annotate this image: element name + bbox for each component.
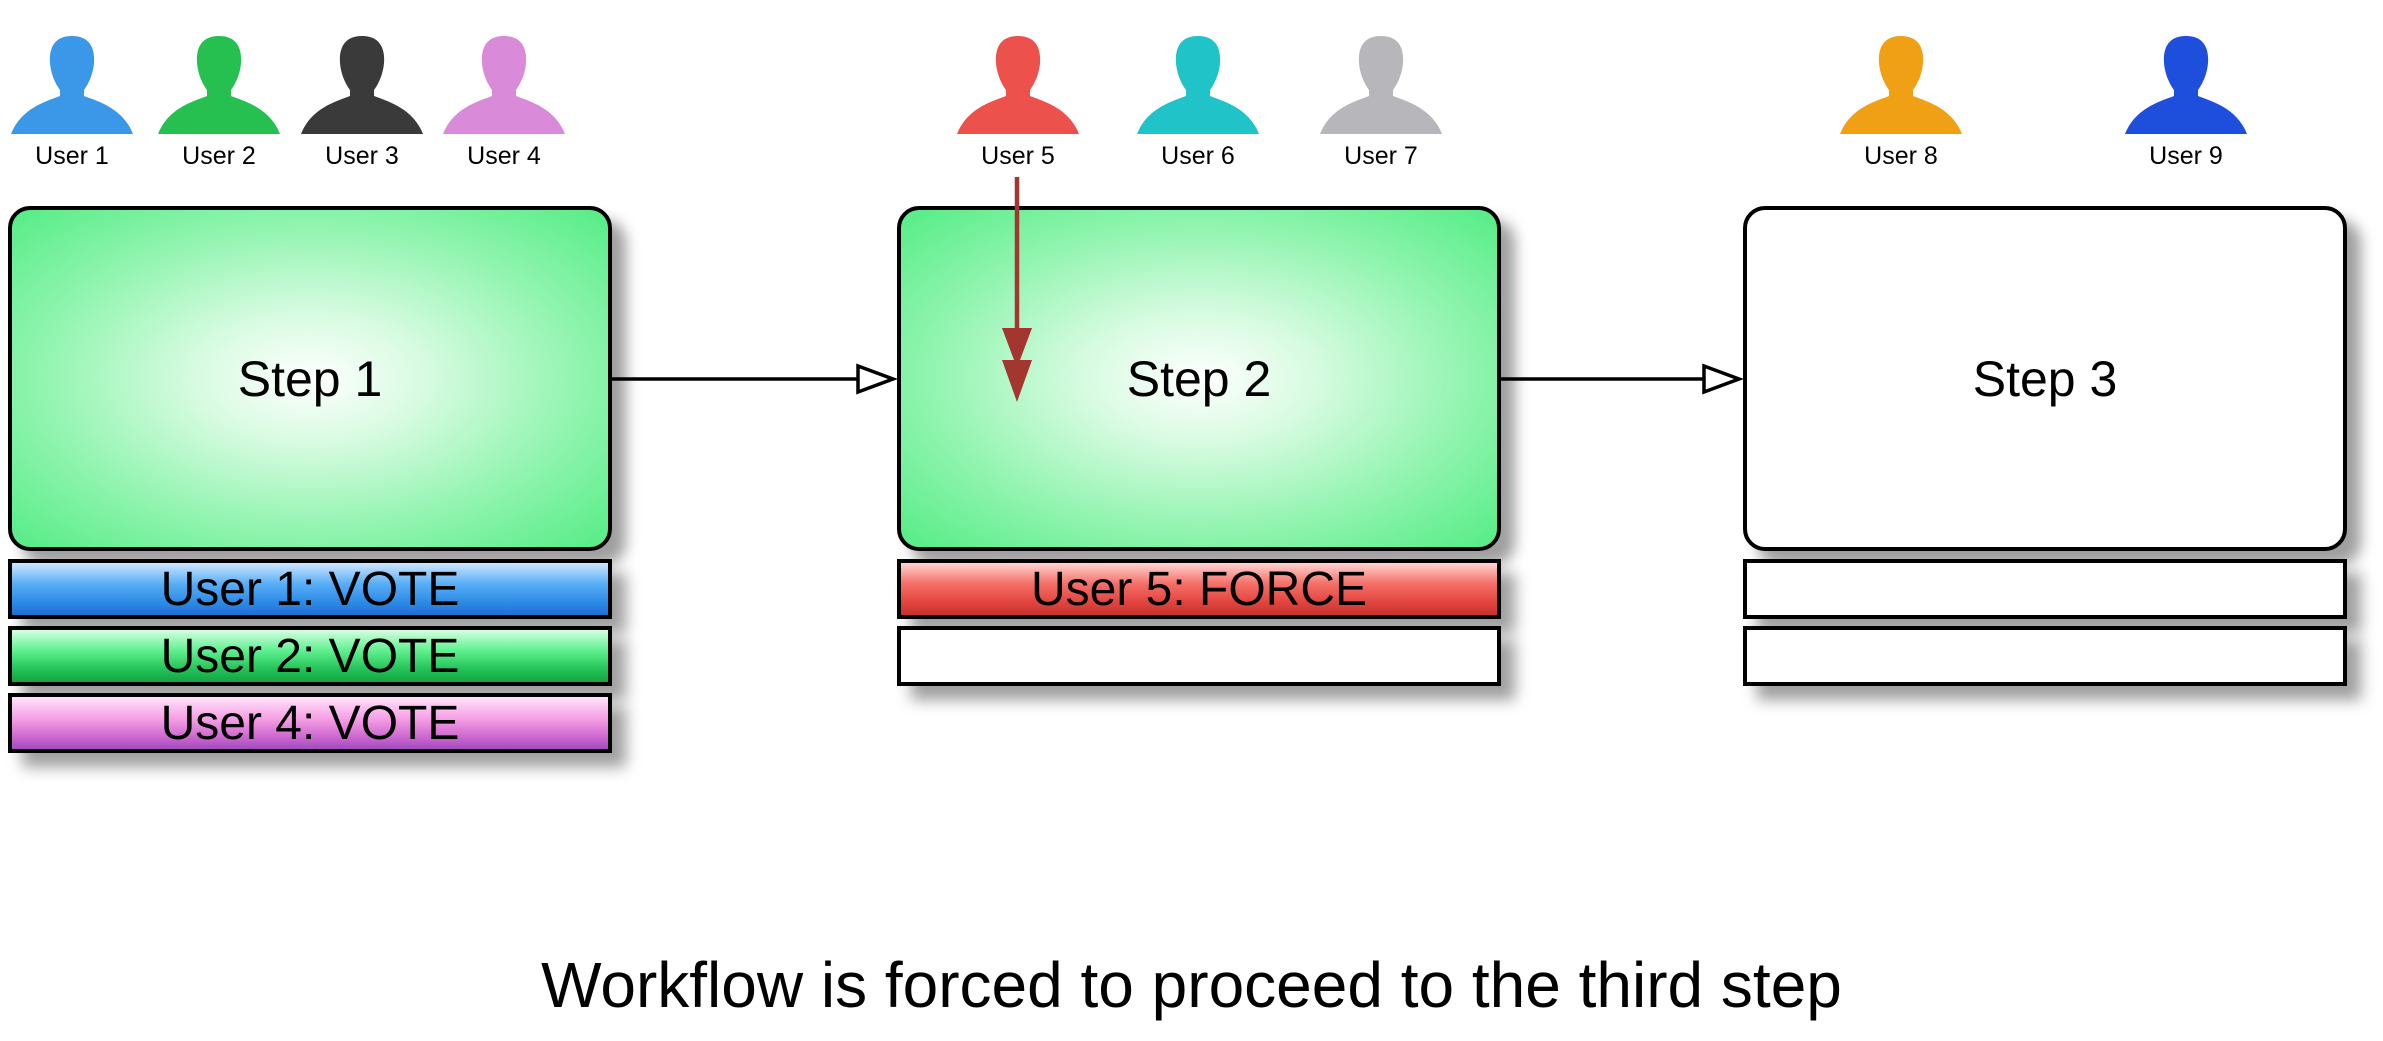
user-1: User 1 bbox=[0, 30, 152, 170]
user-6-icon bbox=[1137, 36, 1259, 134]
user-9: User 9 bbox=[2106, 30, 2266, 170]
user-3-label: User 3 bbox=[325, 142, 399, 170]
step-1-action-user-2-vote: User 2: VOTE bbox=[8, 626, 612, 686]
user-6-label: User 6 bbox=[1161, 142, 1235, 170]
user-2-label: User 2 bbox=[182, 142, 256, 170]
user-5: User 5 bbox=[938, 30, 1098, 170]
step-2-action-empty-slot bbox=[897, 626, 1501, 686]
user-8: User 8 bbox=[1821, 30, 1981, 170]
user-1-label: User 1 bbox=[35, 142, 109, 170]
user-7-icon bbox=[1320, 36, 1442, 134]
step-2-label: Step 2 bbox=[1126, 350, 1272, 407]
diagram-caption: Workflow is forced to proceed to the thi… bbox=[541, 949, 1842, 1021]
user-7-label: User 7 bbox=[1344, 142, 1418, 170]
step-3-label: Step 3 bbox=[1972, 350, 2118, 407]
user-6: User 6 bbox=[1118, 30, 1278, 170]
step-1-action-user-1-vote: User 1: VOTE bbox=[8, 559, 612, 619]
step-3-action-empty-slot-1 bbox=[1743, 559, 2347, 619]
user-2-icon bbox=[158, 36, 280, 134]
user-9-label: User 9 bbox=[2149, 142, 2223, 170]
user-5-label: User 5 bbox=[981, 142, 1055, 170]
step-1-box[interactable]: Step 1 bbox=[8, 206, 612, 551]
user-4: User 4 bbox=[424, 30, 584, 170]
user-3: User 3 bbox=[282, 30, 442, 170]
user-8-icon bbox=[1840, 36, 1962, 134]
step-1-action-user-4-vote: User 4: VOTE bbox=[8, 693, 612, 753]
step-3-action-empty-slot-2 bbox=[1743, 626, 2347, 686]
user-4-label: User 4 bbox=[467, 142, 541, 170]
step-2-box[interactable]: Step 2 bbox=[897, 206, 1501, 551]
user-3-icon bbox=[301, 36, 423, 134]
arrow-step-2-to-step-3 bbox=[1501, 363, 1745, 395]
user-5-icon bbox=[957, 36, 1079, 134]
step-2-action-user-5-force: User 5: FORCE bbox=[897, 559, 1501, 619]
user-2: User 2 bbox=[139, 30, 299, 170]
user-8-label: User 8 bbox=[1864, 142, 1938, 170]
user-1-icon bbox=[11, 36, 133, 134]
user-9-icon bbox=[2125, 36, 2247, 134]
user-4-icon bbox=[443, 36, 565, 134]
step-1-label: Step 1 bbox=[237, 350, 383, 407]
arrow-step-1-to-step-2 bbox=[612, 363, 899, 395]
user-7: User 7 bbox=[1301, 30, 1461, 170]
step-3-box[interactable]: Step 3 bbox=[1743, 206, 2347, 551]
